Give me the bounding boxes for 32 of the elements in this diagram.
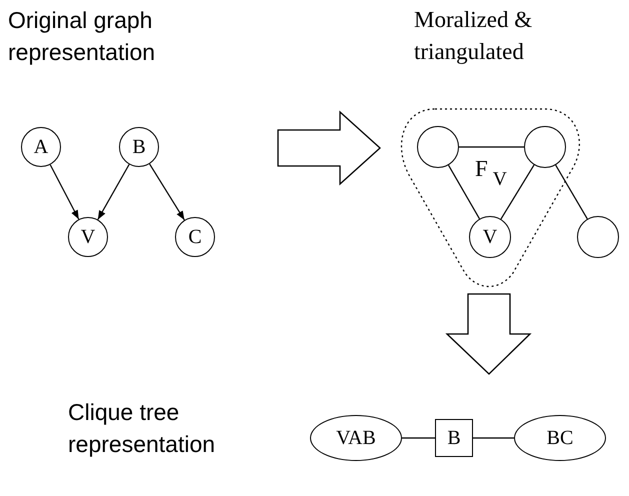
circle-node: [417, 126, 459, 168]
square-node: [435, 419, 473, 457]
caption-text: Moralized & triangulated: [414, 6, 534, 66]
line: [500, 164, 535, 220]
line: [459, 146, 524, 148]
line: [402, 437, 435, 439]
node-label: VAB: [336, 428, 376, 448]
circle-node: [21, 127, 61, 167]
node-label: BC: [546, 428, 574, 448]
circle-node: [119, 127, 159, 167]
region-label: F$_{V}$: [475, 157, 507, 190]
node-label: B: [132, 137, 146, 157]
node-label: A: [34, 137, 48, 157]
circle-node: [469, 216, 511, 258]
block-arrow: [277, 110, 381, 186]
caption-text: Clique tree representation: [68, 398, 216, 459]
caption-text: Original graph representation: [8, 6, 156, 67]
node-label: V: [80, 227, 96, 247]
block-arrow: [445, 293, 532, 375]
node-label: B: [447, 428, 461, 448]
node-label: C: [188, 227, 202, 247]
circle-node: [577, 216, 619, 258]
node-label: V: [482, 227, 498, 247]
circle-node: [68, 217, 108, 257]
line: [555, 164, 588, 220]
circle-node: [175, 217, 215, 257]
line: [473, 437, 514, 439]
arrow: [50, 164, 80, 220]
arrow: [97, 164, 130, 220]
line: [448, 164, 480, 220]
arrow: [149, 164, 185, 220]
circle-node: [524, 126, 566, 168]
